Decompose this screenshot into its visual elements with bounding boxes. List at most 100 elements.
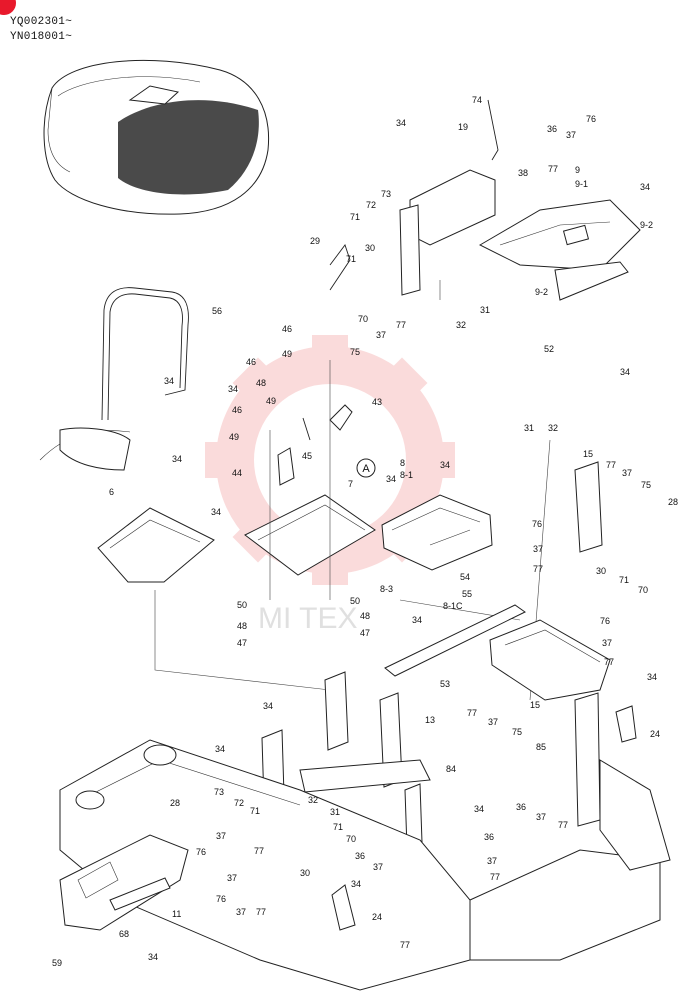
part-number-label: 32 — [456, 320, 466, 330]
part-number-label: 52 — [544, 344, 554, 354]
part-number-label: 37 — [536, 812, 546, 822]
part-number-label: 77 — [548, 164, 558, 174]
part-number-label: 32 — [308, 795, 318, 805]
part-number-label: 29 — [310, 236, 320, 246]
part-number-label: 36 — [355, 851, 365, 861]
part-number-label: 19 — [458, 122, 468, 132]
part-number-label: 24 — [372, 912, 382, 922]
part-number-label: 32 — [548, 423, 558, 433]
part-number-label: 55 — [462, 589, 472, 599]
seat-assembly — [43, 59, 270, 215]
part-number-label: 34 — [474, 804, 484, 814]
callout-a-label: A — [362, 463, 370, 475]
part-number-label: 34 — [640, 182, 650, 192]
bracket-24-upper — [615, 705, 637, 743]
part-number-label: 34 — [647, 672, 657, 682]
part-number-label: 34 — [440, 460, 450, 470]
handrail — [39, 287, 189, 471]
part-number-label: 46 — [232, 405, 242, 415]
part-number-label: 48 — [237, 621, 247, 631]
part-number-label: 70 — [638, 585, 648, 595]
part-number-label: 49 — [229, 432, 239, 442]
part-number-label: 34 — [148, 952, 158, 962]
part-number-label: 75 — [641, 480, 651, 490]
part-number-label: 56 — [212, 306, 222, 316]
part-number-label: 31 — [480, 305, 490, 315]
part-number-label: 37 — [533, 544, 543, 554]
part-number-label: 48 — [256, 378, 266, 388]
part-number-label: 77 — [606, 460, 616, 470]
part-number-label: 76 — [216, 894, 226, 904]
part-number-label: 46 — [246, 357, 256, 367]
part-number-label: 37 — [236, 907, 246, 917]
part-number-label: 15 — [530, 700, 540, 710]
part-number-label: 28 — [170, 798, 180, 808]
lower-cover-11 — [59, 834, 189, 931]
part-number-label: 76 — [600, 616, 610, 626]
part-number-label: 7 — [348, 479, 353, 489]
part-number-label: 8 — [400, 458, 405, 468]
part-number-label: 37 — [488, 717, 498, 727]
part-number-label: 46 — [282, 324, 292, 334]
part-number-label: 30 — [365, 243, 375, 253]
part-number-label: 15 — [583, 449, 593, 459]
part-number-label: 50 — [350, 596, 360, 606]
part-number-label: 77 — [490, 872, 500, 882]
part-number-label: 34 — [263, 701, 273, 711]
part-number-label: 47 — [237, 638, 247, 648]
part-number-label: 24 — [650, 729, 660, 739]
reference-lines — [154, 280, 551, 701]
part-number-label: 8-3 — [380, 584, 393, 594]
part-number-label: 37 — [566, 130, 576, 140]
part-number-label: 77 — [558, 820, 568, 830]
part-number-label: 71 — [250, 806, 260, 816]
part-number-label: 53 — [440, 679, 450, 689]
part-number-label: 31 — [524, 423, 534, 433]
part-number-label: 77 — [256, 907, 266, 917]
part-number-label: 43 — [372, 397, 382, 407]
part-number-label: 37 — [602, 638, 612, 648]
part-number-label: 76 — [196, 847, 206, 857]
part-number-label: 77 — [604, 657, 614, 667]
upper-post — [329, 204, 421, 296]
part-number-label: 31 — [330, 807, 340, 817]
part-number-label: 9 — [575, 165, 580, 175]
part-number-label: 36 — [547, 124, 557, 134]
part-number-label: 71 — [619, 575, 629, 585]
part-number-label: 77 — [396, 320, 406, 330]
part-number-label: 34 — [172, 454, 182, 464]
part-number-label: 9-1 — [575, 179, 588, 189]
part-number-label: 34 — [396, 118, 406, 128]
lever-linkage — [277, 404, 353, 486]
part-number-label: 28 — [668, 497, 678, 507]
part-number-label: 59 — [52, 958, 62, 968]
part-number-label: 73 — [381, 189, 391, 199]
part-number-label: 34 — [211, 507, 221, 517]
floor-plate — [97, 507, 215, 583]
upper-bracket-assembly — [409, 99, 641, 301]
part-number-label: 75 — [350, 347, 360, 357]
part-number-label: 34 — [386, 474, 396, 484]
part-number-label: 37 — [487, 856, 497, 866]
part-number-label: 72 — [234, 798, 244, 808]
part-number-label: 49 — [282, 349, 292, 359]
part-number-label: 48 — [360, 611, 370, 621]
part-number-label: 34 — [228, 384, 238, 394]
part-number-label: 44 — [232, 468, 242, 478]
part-number-label: 47 — [360, 628, 370, 638]
part-number-label: 9-2 — [640, 220, 653, 230]
part-number-label: 37 — [376, 330, 386, 340]
part-number-label: 30 — [300, 868, 310, 878]
part-number-label: 37 — [227, 873, 237, 883]
part-number-label: 37 — [622, 468, 632, 478]
part-number-label: 49 — [266, 396, 276, 406]
part-number-label: 37 — [373, 862, 383, 872]
part-number-label: 70 — [358, 314, 368, 324]
part-number-label: 9-2 — [535, 287, 548, 297]
part-number-label: 6 — [109, 487, 114, 497]
part-number-label: 71 — [333, 822, 343, 832]
part-number-label: 73 — [214, 787, 224, 797]
